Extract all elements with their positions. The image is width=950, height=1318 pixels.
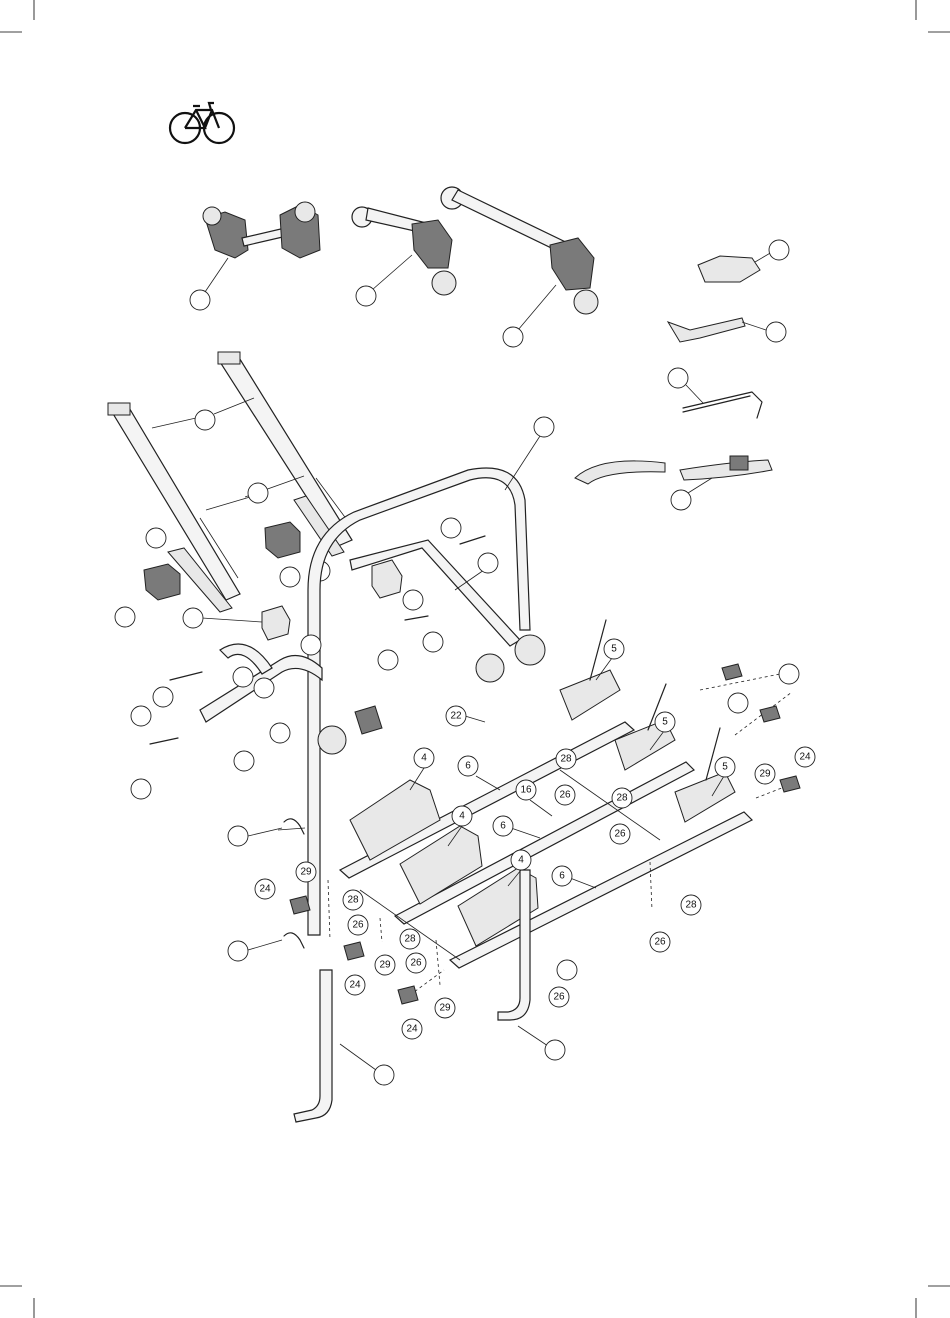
bicycle-icon <box>170 103 234 143</box>
svg-text:5: 5 <box>722 762 728 773</box>
medium-arm-assembly <box>352 207 456 306</box>
callout-26: 26 <box>348 915 368 935</box>
svg-text:29: 29 <box>379 960 391 971</box>
callout-29: 29 <box>375 955 395 975</box>
callout-24: 24 <box>345 975 365 995</box>
svg-text:28: 28 <box>616 793 628 804</box>
callout-24: 24 <box>402 1019 422 1039</box>
svg-text:24: 24 <box>799 752 811 763</box>
svg-text:26: 26 <box>352 920 364 931</box>
svg-text:6: 6 <box>559 871 565 882</box>
callout-4: 4 <box>410 748 434 790</box>
main-frame <box>131 417 554 935</box>
svg-text:28: 28 <box>685 900 697 911</box>
callout-29: 29 <box>296 862 316 882</box>
callout-26: 26 <box>610 824 630 844</box>
svg-text:4: 4 <box>518 855 524 866</box>
svg-text:28: 28 <box>560 754 572 765</box>
svg-text:26: 26 <box>614 829 626 840</box>
svg-text:26: 26 <box>410 958 422 969</box>
callout-24: 24 <box>255 879 275 899</box>
svg-text:5: 5 <box>611 644 617 655</box>
callout-22: 22 <box>446 706 485 726</box>
callout-28: 28 <box>612 788 632 808</box>
svg-text:6: 6 <box>465 761 471 772</box>
svg-text:26: 26 <box>559 790 571 801</box>
callout-26: 26 <box>650 932 670 952</box>
svg-text:16: 16 <box>520 785 532 796</box>
callout-29: 29 <box>755 764 775 784</box>
svg-text:4: 4 <box>421 753 427 764</box>
svg-text:29: 29 <box>439 1003 451 1014</box>
callout-28: 28 <box>400 929 420 949</box>
callout-26: 26 <box>549 987 569 1007</box>
callout-16: 16 <box>516 780 552 816</box>
allen-key-part <box>668 368 762 418</box>
svg-text:29: 29 <box>300 867 312 878</box>
svg-text:22: 22 <box>450 711 462 722</box>
svg-text:28: 28 <box>347 895 359 906</box>
callout-28: 28 <box>681 895 701 915</box>
svg-text:4: 4 <box>459 811 465 822</box>
strap-part <box>575 456 772 510</box>
short-arm-assembly <box>190 202 320 310</box>
callout-24: 24 <box>795 747 815 767</box>
callout-6: 6 <box>458 756 500 790</box>
callout-26: 26 <box>555 785 575 805</box>
callout-28: 28 <box>556 749 576 769</box>
callout-26: 26 <box>406 953 426 973</box>
svg-text:28: 28 <box>404 934 416 945</box>
svg-text:5: 5 <box>662 717 668 728</box>
svg-text:6: 6 <box>500 821 506 832</box>
long-arm-assembly <box>441 187 598 347</box>
callout-6: 6 <box>552 866 596 888</box>
callout-29: 29 <box>435 998 455 1018</box>
callout-6: 6 <box>493 816 540 838</box>
svg-text:26: 26 <box>553 992 565 1003</box>
svg-text:24: 24 <box>259 884 271 895</box>
callout-28: 28 <box>343 890 363 910</box>
key-tool-part <box>668 318 786 342</box>
svg-text:29: 29 <box>759 769 771 780</box>
strap-buckle-part <box>698 240 789 282</box>
svg-text:26: 26 <box>654 937 666 948</box>
svg-text:24: 24 <box>349 980 361 991</box>
svg-text:24: 24 <box>406 1024 418 1035</box>
